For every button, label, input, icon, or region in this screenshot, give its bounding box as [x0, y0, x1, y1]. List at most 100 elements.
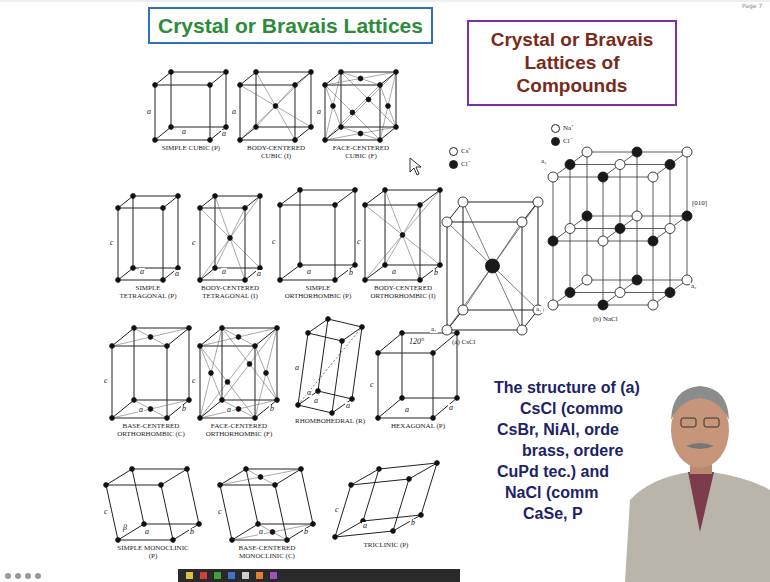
lattice-name: SIMPLE TETRAGONAL (P): [112, 285, 184, 300]
face-diagonal: [325, 85, 380, 140]
lattice-point: [400, 331, 405, 336]
lattice-point: [455, 331, 460, 336]
cell-edge: [132, 469, 187, 470]
cell-edge: [220, 485, 275, 486]
cell-edge: [280, 280, 335, 281]
cs-ion: [533, 197, 543, 207]
lattice-name: BODY-CENTERED ORTHORHOMBIC (I): [367, 285, 439, 300]
cell-edge: [277, 328, 278, 400]
nav-icon: [5, 573, 11, 579]
cell-edge: [155, 72, 171, 85]
cell-edge: [112, 346, 167, 347]
lattice-point: [197, 522, 202, 527]
lattice-point: [349, 483, 354, 488]
cell-edge: [118, 524, 144, 540]
cell-edge: [380, 85, 381, 140]
face-diagonal: [200, 400, 277, 418]
lattice-point: [353, 188, 358, 193]
cs-ion: [517, 217, 527, 227]
na-ion: [648, 300, 658, 310]
cell-edge: [173, 524, 199, 540]
presenter-glasses: [704, 418, 719, 427]
axis-label: 120°: [408, 338, 425, 346]
lattice-line: [653, 152, 687, 177]
cell-edge: [280, 190, 300, 205]
axis-label: a₁: [535, 306, 543, 313]
lattice-point: [254, 125, 259, 130]
na-ion: [582, 147, 592, 157]
axis-label: a: [138, 406, 144, 414]
lattice-point: [116, 278, 121, 283]
lattice-point: [400, 233, 405, 238]
lattice-point: [306, 331, 311, 336]
body-diagonal: [240, 72, 311, 140]
lattice-point: [225, 380, 230, 385]
cell-edge: [295, 72, 311, 85]
cell-edge: [332, 341, 342, 413]
axis-label: a: [231, 108, 237, 116]
lattice-point: [264, 371, 269, 376]
cell-edge: [210, 85, 211, 140]
lattice-point: [187, 398, 192, 403]
cell-edge: [463, 310, 538, 311]
axis-label: a: [313, 397, 319, 405]
axis-label: b: [433, 269, 439, 277]
face-diagonal: [325, 85, 341, 127]
cl-ion: [582, 211, 592, 221]
cell-edge: [171, 72, 172, 127]
cell-edge: [240, 85, 295, 86]
cell-edge: [396, 72, 397, 127]
face-diagonal: [134, 400, 167, 418]
lattice-point: [171, 538, 176, 543]
na-ion: [665, 224, 675, 234]
cell-edge: [335, 205, 336, 280]
lattice-name: TRICLINIC (P): [350, 542, 422, 550]
lattice-point: [104, 483, 109, 488]
face-diagonal: [325, 127, 396, 140]
cell-edge: [155, 85, 156, 140]
axis-label: α: [306, 389, 312, 397]
cell-edge: [311, 72, 312, 127]
axis-label: a: [139, 268, 145, 276]
cell-edge: [363, 469, 379, 521]
axis-label: β: [122, 524, 128, 532]
cell-edge: [118, 208, 119, 280]
cell-edge: [325, 85, 326, 140]
description-text: CsCl (commo: [520, 399, 623, 418]
cl-ion: [615, 224, 625, 234]
cell-edge: [256, 72, 257, 127]
face-diagonal: [200, 328, 277, 346]
face-diagonal: [341, 72, 396, 127]
presenter-hair: [671, 386, 729, 420]
body-diagonal: [365, 190, 440, 280]
cell-edge: [167, 346, 168, 418]
legend-text: Na⁺: [563, 125, 573, 132]
lattice-point: [358, 131, 363, 136]
cell-edge: [118, 196, 133, 208]
lattice-point: [236, 335, 241, 340]
face-diagonal: [325, 72, 396, 85]
lattice-point: [376, 416, 381, 421]
cell-edge: [385, 190, 386, 265]
cl-ion: [665, 288, 675, 298]
lattice-point: [333, 278, 338, 283]
lattice-point: [299, 467, 304, 472]
lattice-point: [333, 203, 338, 208]
lattice-point: [326, 317, 331, 322]
cell-edge: [215, 196, 260, 197]
cl-ion: [598, 172, 608, 182]
lattice-point: [330, 411, 335, 416]
axis-label: c: [356, 238, 362, 246]
axis-label: a: [404, 406, 410, 414]
axis-label: a: [258, 528, 264, 536]
cell-edge: [200, 208, 201, 280]
lattice-point: [148, 407, 153, 412]
lattice-point: [243, 206, 248, 211]
cell-edge: [325, 85, 380, 86]
cell-edge: [118, 540, 173, 541]
axis-label: c: [334, 506, 340, 514]
cell-edge: [118, 280, 163, 281]
lattice-point: [339, 125, 344, 130]
cell-edge: [200, 196, 215, 208]
lattice-point: [407, 477, 412, 482]
